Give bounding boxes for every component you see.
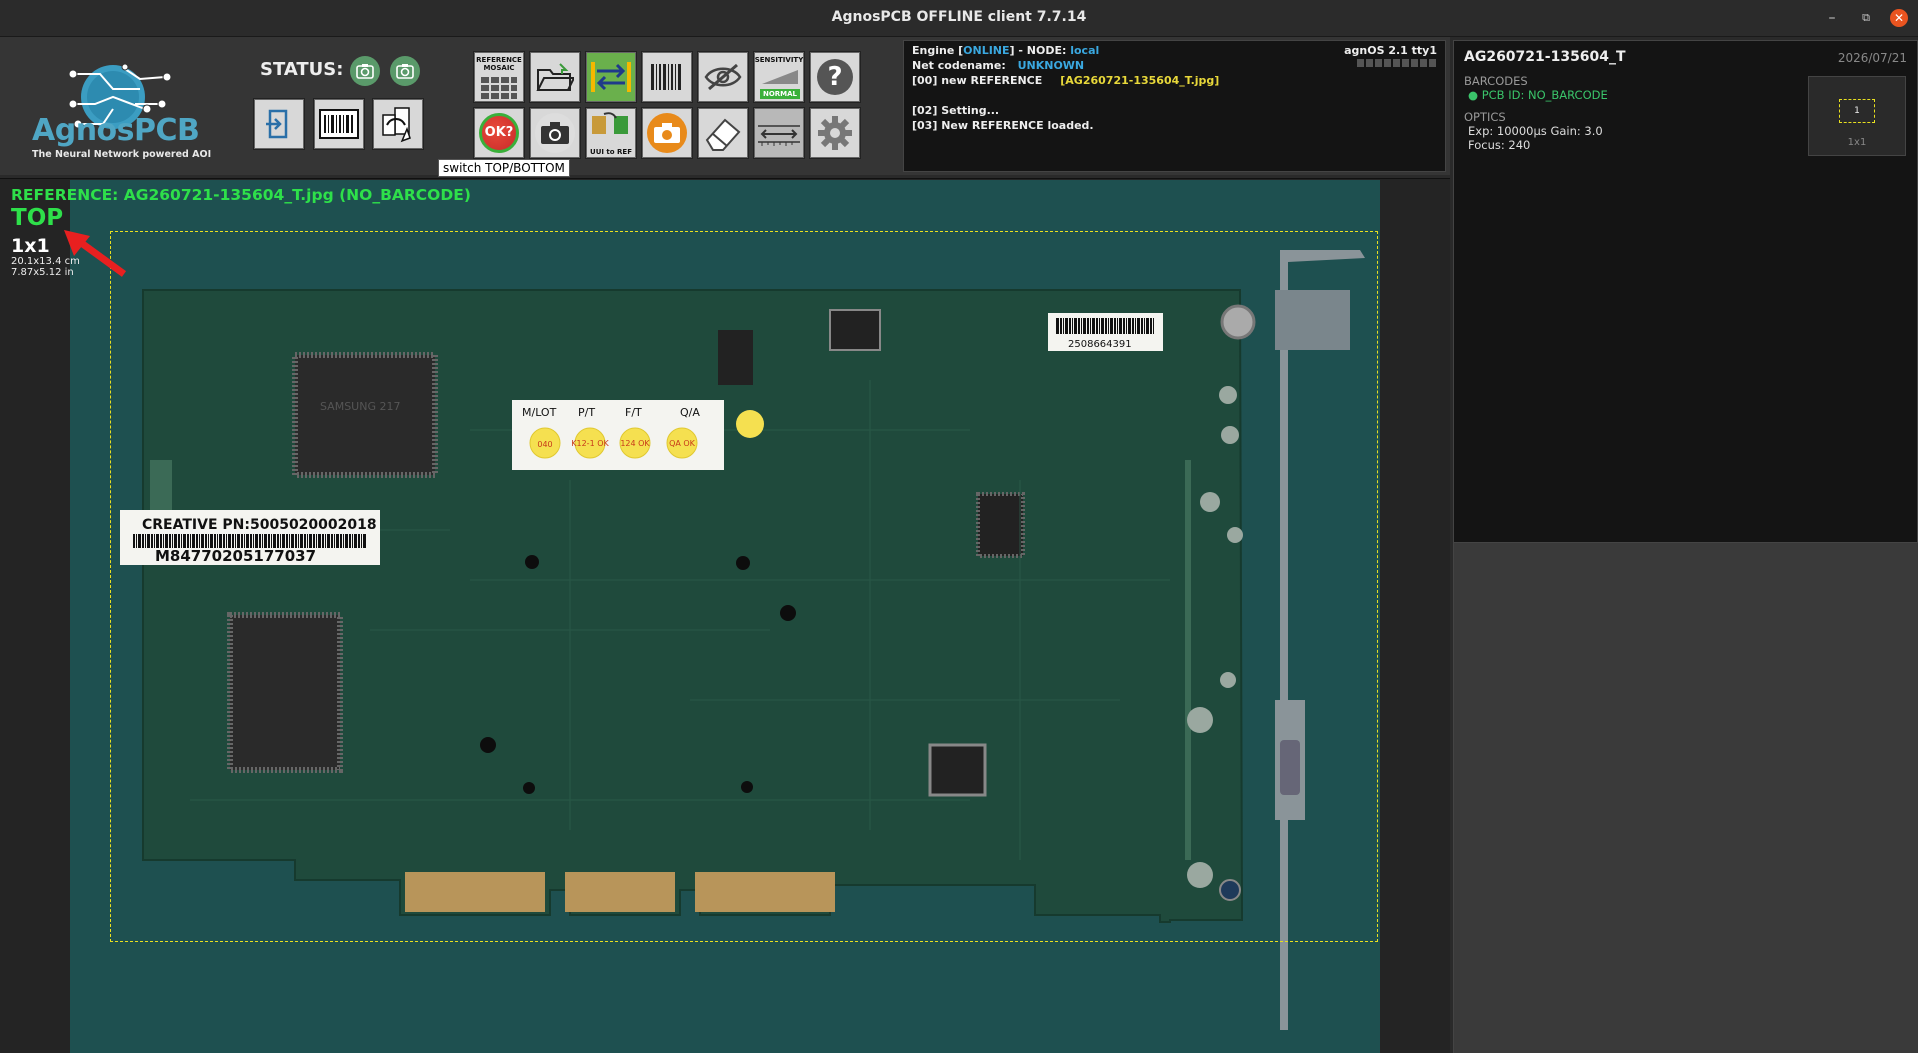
help-icon: ? [817, 59, 853, 95]
qc-header-ft: F/T [625, 406, 642, 419]
board-side-label: TOP [11, 205, 64, 231]
barcode-reader-button[interactable] [313, 98, 365, 150]
qc-header-mlot: M/LOT [522, 406, 557, 419]
open-folder-icon [536, 63, 574, 91]
log-line-3: [03] New REFERENCE loaded. [912, 119, 1094, 132]
mosaic-thumbnail[interactable]: 1 1x1 [1808, 76, 1906, 156]
gear-icon [818, 116, 852, 150]
pcb-id: ● PCB ID: NO_BARCODE [1468, 88, 1608, 102]
codename-value: UNKNOWN [1017, 59, 1085, 72]
camera-icon [535, 113, 575, 153]
thumbnail-grid: 1x1 [1847, 137, 1867, 148]
ok-status-icon: OK? [479, 113, 519, 153]
eraser-icon [705, 118, 741, 151]
ruler-icon [758, 125, 800, 146]
sensitivity-button[interactable]: SENSITIVITY NORMAL [753, 51, 805, 103]
exit-button[interactable] [253, 98, 305, 150]
logo-tagline: The Neural Network powered AOI [32, 149, 212, 160]
reference-date: 2026/07/21 [1837, 51, 1907, 65]
codename-line: Net codename: UNKNOWN [912, 59, 1085, 72]
orange-camera-button[interactable] [641, 107, 693, 159]
hide-overlay-button[interactable] [697, 51, 749, 103]
engine-console: Engine [ONLINE] - NODE: local Net codena… [903, 40, 1446, 172]
eye-off-icon [704, 63, 742, 91]
pcb-image[interactable]: SAMSUNG 217 CREATIVE PN:50050200020 [70, 180, 1380, 1053]
qc-value-pt: K12-1 OK [571, 439, 609, 448]
status-camera-1-icon [350, 56, 380, 86]
engine-node: local [1070, 44, 1100, 57]
agnospcb-logo-icon [68, 63, 172, 129]
grid-size-label: 1x1 [11, 235, 50, 257]
engine-status: ONLINE [963, 44, 1010, 57]
barcodes-section-label: BARCODES [1464, 74, 1528, 88]
barcode-icon [319, 109, 359, 139]
exit-icon [266, 109, 288, 139]
activity-meter [1357, 59, 1437, 67]
maximize-icon[interactable]: ⧉ [1862, 11, 1870, 24]
qc-value-qa: QA OK [669, 439, 696, 448]
switch-side-icon [382, 107, 411, 143]
chip1-label: SAMSUNG 217 [320, 400, 400, 413]
optics-exposure: Exp: 10000µs Gain: 3.0 [1468, 124, 1603, 138]
barcode-stripes-icon [651, 64, 681, 90]
pcb-label-pn: CREATIVE PN:5005020002018 [142, 517, 377, 533]
pcb-board: SAMSUNG 217 CREATIVE PN:50050200020 [120, 250, 1365, 1030]
dimension-in: 7.87x5.12 in [11, 267, 74, 278]
swap-arrows-icon [591, 62, 631, 92]
qc-header-pt: P/T [578, 406, 595, 419]
sensitivity-ramp-icon [762, 70, 798, 84]
logo-name: AgnosPCB [32, 113, 200, 148]
pcb-barcode-number: 2508664391 [1068, 339, 1132, 350]
status-camera-2-icon [390, 56, 420, 86]
log-line-2: [02] Setting... [912, 104, 1000, 117]
capture-button[interactable] [529, 107, 581, 159]
qc-header-qa: Q/A [680, 406, 700, 419]
status-label: STATUS: [260, 59, 344, 80]
settings-button[interactable] [809, 107, 861, 159]
optics-section-label: OPTICS [1464, 110, 1506, 124]
eraser-button[interactable] [697, 107, 749, 159]
help-button[interactable]: ? [809, 51, 861, 103]
ok-check-button[interactable]: OK? [473, 107, 525, 159]
window-title: AgnosPCB OFFLINE client 7.7.14 [831, 9, 1087, 25]
mosaic-icon [481, 77, 517, 99]
os-info: agnOS 2.1 tty1 [1344, 44, 1437, 57]
uui-to-ref-icon [592, 112, 628, 134]
qc-value-mlot: 040 [537, 440, 552, 449]
switch-side-tooltip: switch TOP/BOTTOM [438, 159, 570, 177]
reference-title: AG260721-135604_T [1464, 49, 1626, 65]
log-line-0: [00] new REFERENCE[AG260721-135604_T.jpg… [912, 74, 1220, 87]
reference-filename: REFERENCE: AG260721-135604_T.jpg (NO_BAR… [11, 186, 471, 204]
open-folder-button[interactable] [529, 51, 581, 103]
sensitivity-level: NORMAL [760, 89, 800, 99]
switch-top-bottom-button[interactable] [372, 98, 424, 150]
engine-status-line: Engine [ONLINE] - NODE: local [912, 44, 1100, 57]
dimension-cm: 20.1x13.4 cm [11, 256, 80, 267]
reference-mosaic-button[interactable]: REFERENCE MOSAIC [473, 51, 525, 103]
minimize-icon[interactable]: – [1828, 10, 1836, 26]
barcode-settings-button[interactable] [641, 51, 693, 103]
close-icon[interactable]: ✕ [1890, 9, 1908, 27]
pcb-label-serial: M84770205177037 [155, 547, 316, 565]
optics-focus: Focus: 240 [1468, 138, 1531, 152]
orange-camera-icon [647, 113, 687, 153]
qc-value-ft: 124 OK [620, 439, 650, 448]
measure-button[interactable] [753, 107, 805, 159]
compare-button[interactable] [585, 51, 637, 103]
thumbnail-cell[interactable]: 1 [1839, 99, 1875, 123]
inspection-region-box[interactable] [110, 231, 1378, 942]
red-arrow-icon [64, 230, 127, 277]
right-panel-lower [1453, 543, 1918, 1053]
title-bar: AgnosPCB OFFLINE client 7.7.14 – ⧉ ✕ [0, 0, 1918, 37]
uui-to-ref-button[interactable]: UUI to REF [585, 107, 637, 159]
